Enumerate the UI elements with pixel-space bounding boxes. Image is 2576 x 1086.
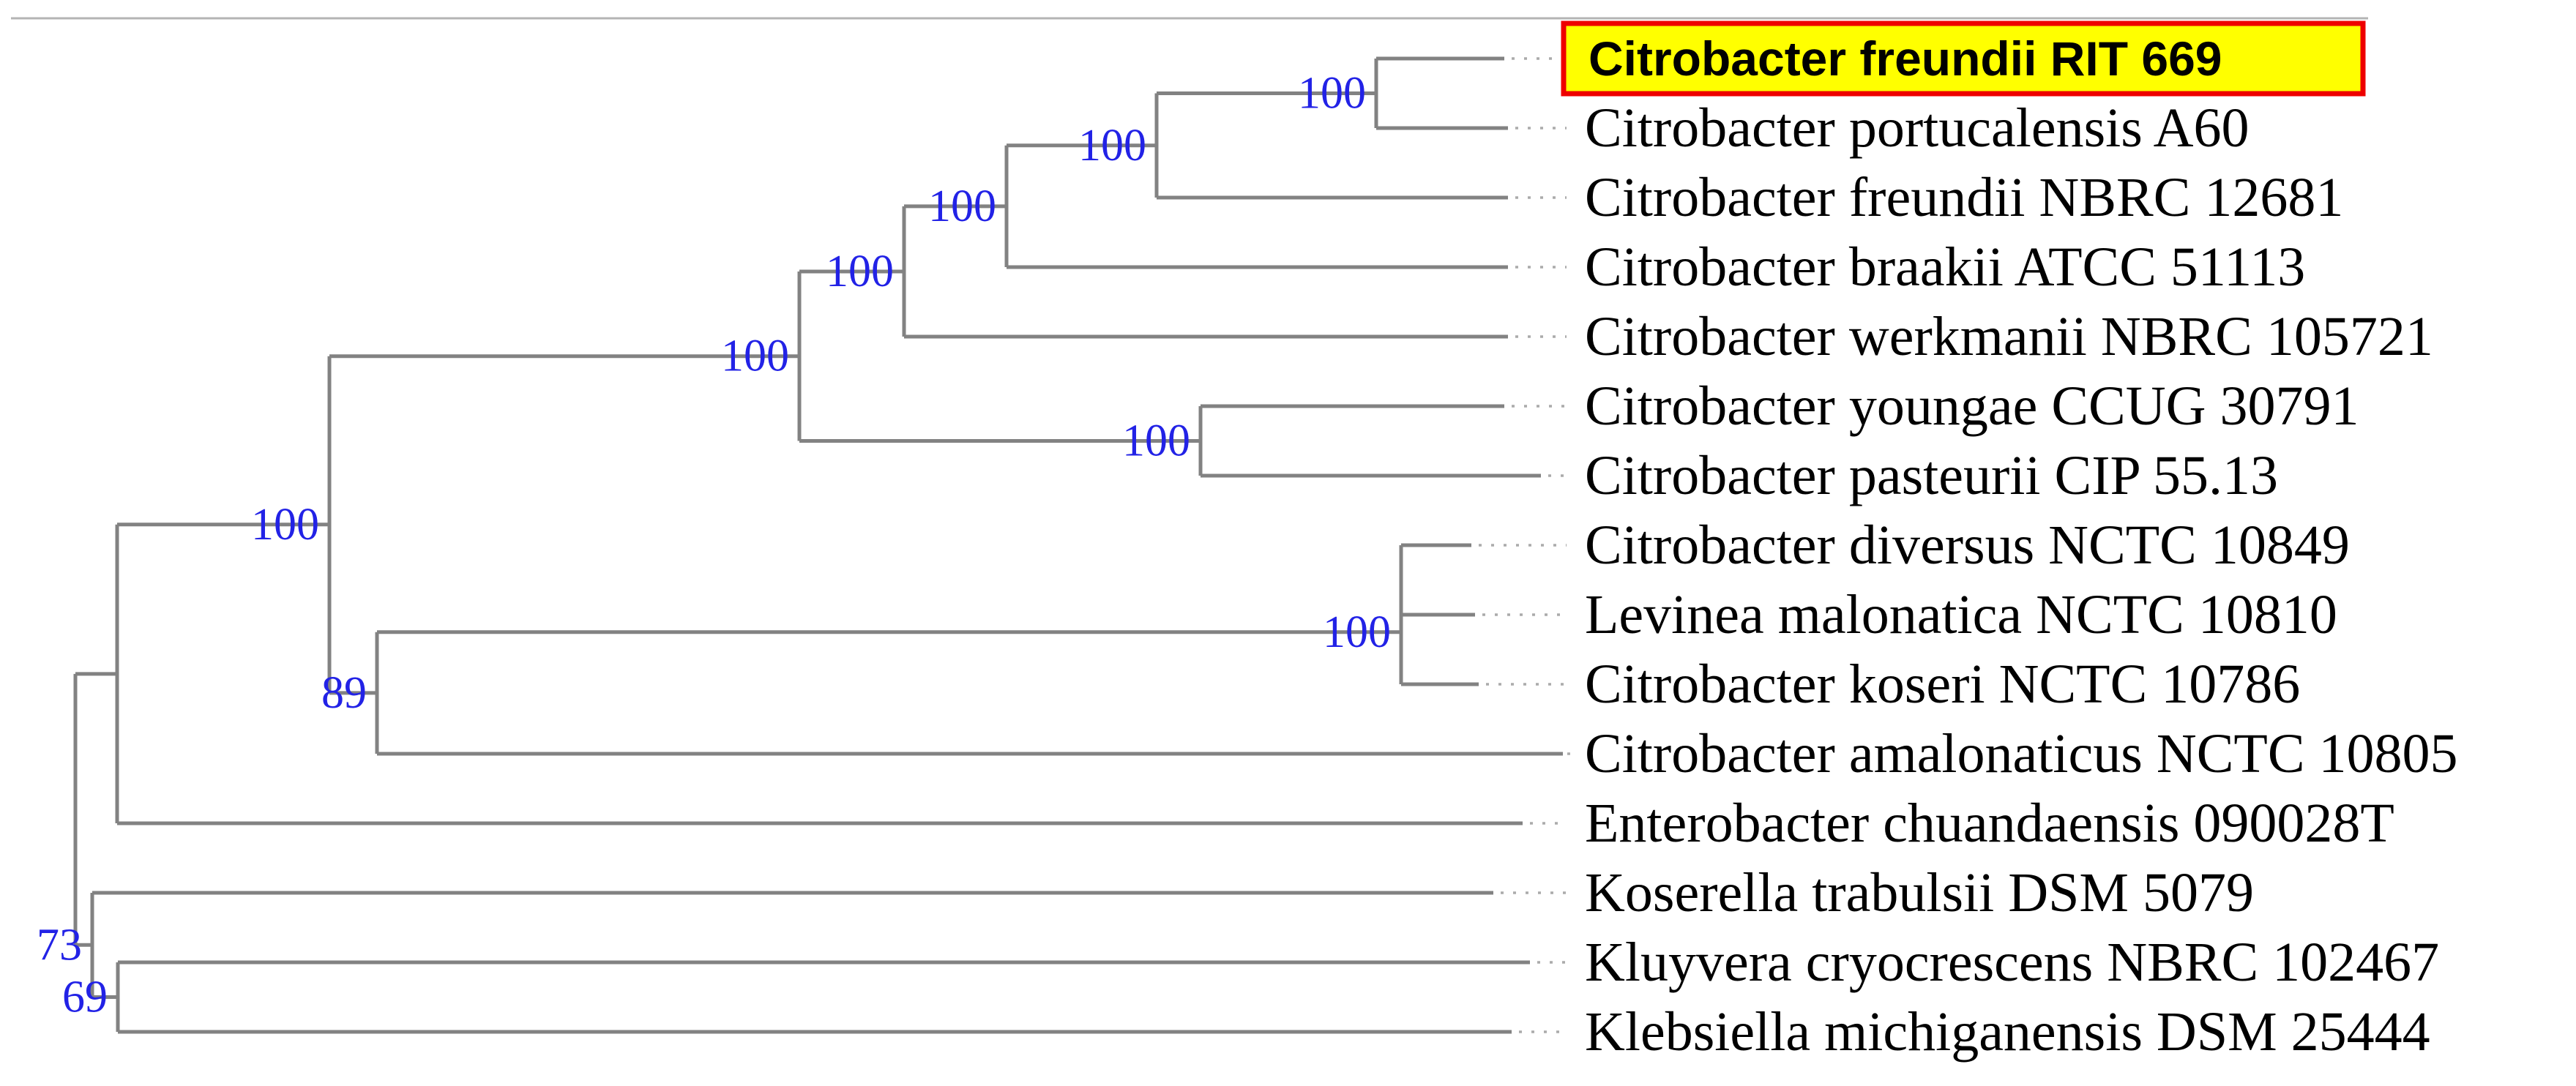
taxon-label: Citrobacter pasteurii CIP 55.13 (1585, 445, 2278, 506)
bootstrap-value: 100 (1078, 121, 1146, 171)
taxon-label: Citrobacter braakii ATCC 51113 (1585, 236, 2305, 298)
leader-layer (1479, 57, 1570, 1033)
branch-layer (73, 56, 1563, 1034)
taxon-label: Levinea malonatica NCTC 10810 (1585, 584, 2337, 645)
bootstrap-value: 100 (826, 247, 894, 296)
bootstrap-value: 100 (928, 181, 996, 231)
taxon-label-highlighted: Citrobacter freundii RIT 669 (1588, 31, 2222, 86)
taxon-label-layer: Citrobacter freundii RIT 669Citrobacter … (1585, 31, 2458, 1063)
highlight-box (1561, 20, 2366, 97)
taxon-label: Citrobacter werkmanii NBRC 105721 (1585, 306, 2433, 367)
bootstrap-value: 89 (321, 668, 367, 718)
taxon-label: Citrobacter amalonaticus NCTC 10805 (1585, 723, 2458, 784)
taxon-label: Koserella trabulsii DSM 5079 (1585, 862, 2254, 924)
bootstrap-value: 73 (37, 920, 82, 970)
taxon-label: Citrobacter freundii NBRC 12681 (1585, 167, 2343, 228)
bootstrap-value: 100 (1323, 607, 1391, 657)
taxon-label: Kluyvera cryocrescens NBRC 102467 (1585, 932, 2439, 993)
taxon-label: Klebsiella michiganensis DSM 25444 (1585, 1001, 2430, 1063)
bootstrap-value: 69 (62, 973, 108, 1022)
taxon-label: Enterobacter chuandaensis 090028T (1585, 793, 2394, 854)
highlight-layer (1561, 20, 2366, 97)
taxon-label: Citrobacter portucalensis A60 (1585, 97, 2250, 159)
bootstrap-value: 100 (1122, 416, 1190, 466)
taxon-label: Citrobacter youngae CCUG 30791 (1585, 375, 2359, 437)
bootstrap-value: 100 (251, 500, 319, 550)
taxon-label: Citrobacter koseri NCTC 10786 (1585, 654, 2300, 715)
bootstrap-value: 100 (721, 332, 789, 381)
bootstrap-value: 100 (1298, 69, 1366, 119)
taxon-label: Citrobacter diversus NCTC 10849 (1585, 514, 2350, 576)
